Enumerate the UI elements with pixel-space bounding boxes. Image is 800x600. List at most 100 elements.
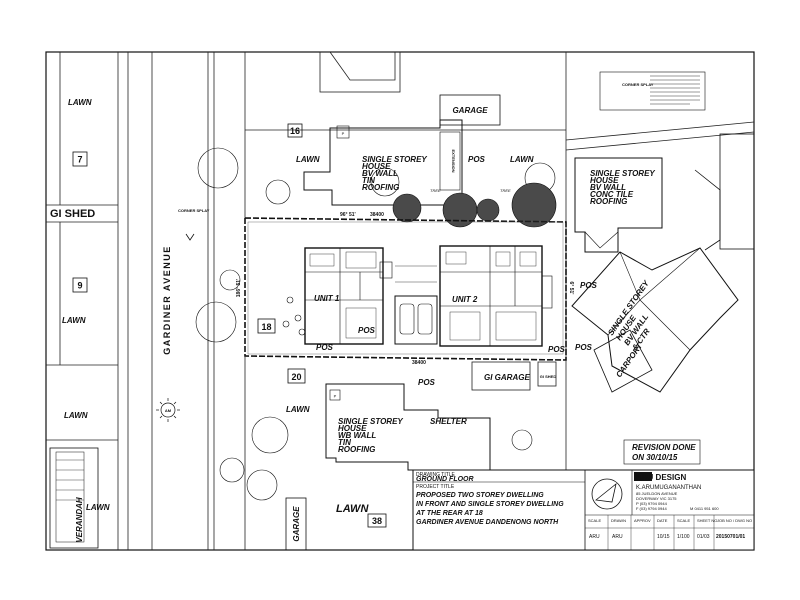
north-lot-lines <box>244 51 567 360</box>
svg-text:38: 38 <box>372 516 382 526</box>
unit-1 <box>304 247 393 345</box>
lawn-north: LAWN <box>296 155 320 164</box>
street-name: GARDINER AVENUE <box>162 245 172 355</box>
contact-line-1: 85 JUELDON AVENUE <box>636 491 678 496</box>
house-northeast: SINGLE STOREY HOUSE BV WALL CONC TILE RO… <box>574 157 663 253</box>
svg-text:REVISION DONE: REVISION DONE <box>632 443 696 452</box>
unit-1-label: UNIT 1 <box>314 294 340 303</box>
svg-text:GARAGE: GARAGE <box>292 506 301 542</box>
lot-9: 9 LAWN <box>62 277 88 325</box>
designer-name: K.ARUMUGANANTHAN <box>636 485 701 491</box>
table-head-5: SHEET NO <box>697 518 717 523</box>
house-north: P EXTENSION SINGLE STOREY HOUSE BV WALL … <box>303 119 463 206</box>
table-value-6: 20150701/01 <box>716 534 745 540</box>
gi-garage: GI GARAGE <box>484 373 530 382</box>
svg-text:SINGLE STOREY: SINGLE STOREY <box>362 155 427 164</box>
chevron-icon <box>185 233 195 241</box>
svg-text:SINGLE STOREY: SINGLE STOREY <box>590 169 655 178</box>
dim-top-length: 38400 <box>370 212 384 218</box>
trees-shaded <box>392 182 557 228</box>
table-head-4: SCALE <box>677 518 690 523</box>
svg-text:GI SHED: GI SHED <box>50 208 95 220</box>
dim-top-bearing: 96° 51' <box>340 212 356 218</box>
svg-text:18: 18 <box>261 322 271 332</box>
pos-east-2: POS <box>575 343 593 352</box>
pos-south: POS <box>418 378 436 387</box>
gi-shed-left: GI SHED <box>50 208 95 220</box>
project-line-1: PROPOSED TWO STOREY DWELLING <box>416 492 544 499</box>
front-yard-trees <box>195 269 306 343</box>
svg-text:LAWN: LAWN <box>68 98 92 107</box>
svg-text:LAWN: LAWN <box>62 316 86 325</box>
svg-text:HOUSE: HOUSE <box>590 176 619 185</box>
garage-north <box>439 94 501 126</box>
table-head-1: DRAWN <box>611 518 626 523</box>
tree-label-1: TREE <box>430 188 441 193</box>
lawn-north-east: LAWN <box>510 155 534 164</box>
lawn-south: LAWN <box>286 405 310 414</box>
corner-splay-left: CORNER SPLAY <box>178 208 210 213</box>
svg-text:P: P <box>334 394 337 399</box>
table-value-1: ARU <box>612 534 623 540</box>
contact-line-4: F (03) 9794 0944 <box>636 506 667 511</box>
svg-text:SHELTER: SHELTER <box>430 417 467 426</box>
svg-text:HOUSE: HOUSE <box>362 162 391 171</box>
dim-bottom-length: 38400 <box>412 360 426 366</box>
drawing-title: GROUND FLOOR <box>416 476 474 483</box>
unit-2-label: UNIT 2 <box>452 295 478 304</box>
pos-unit-1-front: POS <box>316 343 334 352</box>
sun-icon <box>156 398 180 422</box>
lot-38: 38 <box>367 513 387 528</box>
street-area <box>46 52 215 550</box>
corner-splay-right: CORNER SPLAY <box>622 82 654 87</box>
table-head-3: DATE <box>657 518 668 523</box>
svg-text:ROOFING: ROOFING <box>362 183 399 192</box>
unit-2 <box>439 245 553 347</box>
project-line-2: IN FRONT AND SINGLE STOREY DWELLING <box>416 501 564 508</box>
pos-north: POS <box>468 155 486 164</box>
lawn-south-bottom: LAWN <box>336 503 369 515</box>
svg-text:GARAGE: GARAGE <box>452 106 488 115</box>
contact-line-5: M 0411 951 600 <box>690 506 719 511</box>
svg-text:ROOFING: ROOFING <box>338 445 375 454</box>
sun-label: AM <box>165 408 172 413</box>
svg-text:ROOFING: ROOFING <box>590 197 627 206</box>
contact-line-3: P (03) 9794 0944 <box>636 501 668 506</box>
pos-unit-2: POS <box>548 345 566 354</box>
driveway-garage <box>394 265 438 345</box>
company-name: ARU DESIGN <box>636 473 686 482</box>
project-line-3: AT THE REAR AT 18 <box>415 510 483 517</box>
table-value-4: 1/100 <box>677 534 690 540</box>
far-east-lot <box>694 133 755 251</box>
south-lot-lines <box>244 356 567 550</box>
gi-shed-right: GI SHED <box>540 374 557 379</box>
dim-left-bearing: 186° 51' <box>236 279 242 297</box>
pos-east: POS <box>580 281 598 290</box>
svg-text:VERANDAH: VERANDAH <box>75 497 84 543</box>
garage-south: GARAGE <box>285 497 307 551</box>
svg-text:16: 16 <box>290 126 300 136</box>
tree-label-2: TREE <box>500 188 511 193</box>
svg-text:TIN: TIN <box>362 176 375 185</box>
svg-text:9: 9 <box>77 281 82 291</box>
project-line-4: GARDINER AVENUE DANDENONG NORTH <box>416 519 559 526</box>
svg-text:TIN: TIN <box>338 438 351 447</box>
svg-text:BV WALL: BV WALL <box>590 183 626 192</box>
dim-right-bearing: 6° 51' <box>568 282 574 295</box>
svg-text:LAWN: LAWN <box>64 411 88 420</box>
trees-north <box>197 147 556 205</box>
title-block <box>412 469 755 551</box>
svg-text:EXTENSION: EXTENSION <box>451 149 456 172</box>
table-head-6: JOB NO / DWG NO <box>717 518 752 523</box>
project-title-head: PROJECT TITLE <box>416 484 455 490</box>
table-head-0: SCALE <box>588 518 601 523</box>
svg-text:7: 7 <box>77 155 82 165</box>
svg-text:SINGLE STOREY: SINGLE STOREY <box>338 417 403 426</box>
svg-text:WB WALL: WB WALL <box>338 431 376 440</box>
svg-text:P: P <box>342 131 345 136</box>
lot-16: 16 <box>287 123 303 138</box>
revision-note: REVISION DONE ON 30/10/15 <box>623 439 701 465</box>
contact-line-2: DOVERWAY VIC 3175 <box>636 496 677 501</box>
verandah-block: VERANDAH <box>49 447 99 549</box>
